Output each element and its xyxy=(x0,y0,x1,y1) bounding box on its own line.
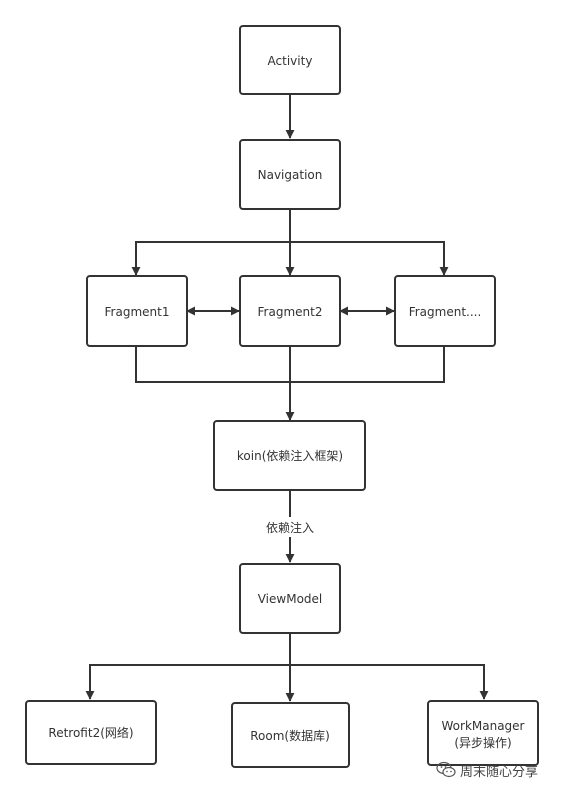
node-retrofit xyxy=(25,700,157,765)
node-koin xyxy=(213,420,366,491)
label-fragment2: Fragment2 xyxy=(258,305,323,319)
label-koin: koin(依赖注入框架) xyxy=(237,448,343,463)
label-activity: Activity xyxy=(268,54,313,68)
label-workmanager-line1: WorkManager xyxy=(442,719,525,733)
node-fragment3 xyxy=(394,275,496,347)
edge-label-dependency-injection: 依赖注入 xyxy=(266,520,314,535)
watermark-text: 周末随心分享 xyxy=(460,764,539,780)
label-retrofit: Retrofit2(网络) xyxy=(48,725,133,740)
node-viewmodel xyxy=(239,563,341,634)
wechat-icon xyxy=(436,761,456,778)
node-fragment2 xyxy=(239,275,341,347)
label-navigation: Navigation xyxy=(258,168,323,182)
node-workmanager xyxy=(427,700,539,766)
label-fragment1: Fragment1 xyxy=(105,305,170,319)
node-activity xyxy=(239,25,341,95)
node-fragment1 xyxy=(86,275,188,347)
label-room: Room(数据库) xyxy=(250,728,330,743)
node-navigation xyxy=(239,139,341,210)
node-room xyxy=(231,702,350,768)
watermark: 周末随心分享 xyxy=(436,760,538,780)
label-viewmodel: ViewModel xyxy=(258,592,323,606)
label-fragment3: Fragment.... xyxy=(409,305,482,319)
label-workmanager-line2: (异步操作) xyxy=(454,735,511,750)
